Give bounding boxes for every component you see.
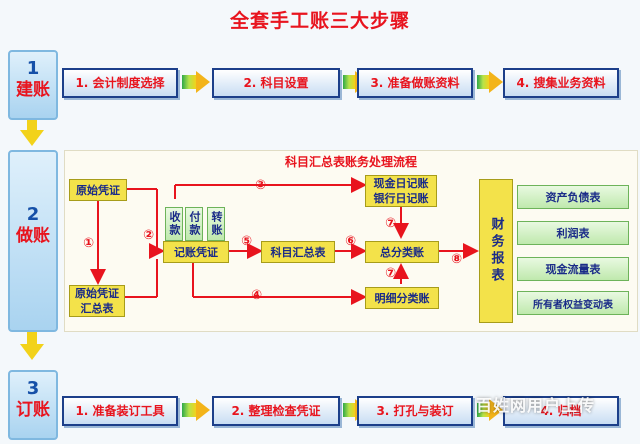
step-2-marker: ② (143, 228, 155, 243)
step-7-marker-top: ⑦ (385, 216, 397, 231)
step-6-marker: ⑥ (345, 234, 357, 249)
stage1-arrow-2 (343, 75, 355, 89)
stage3-arrow-1 (182, 403, 196, 417)
stage1-step-3: 3. 准备做账资料 (357, 68, 473, 98)
detail-ledger: 明细分类账 (365, 287, 439, 309)
receipt-voucher: 收款 (165, 207, 183, 241)
general-ledger: 总分类账 (365, 241, 439, 263)
transfer-voucher: 转账 (207, 207, 225, 241)
stage3-step-4: 4. 归档 (503, 396, 619, 426)
stage-1-down-arrow (27, 120, 37, 130)
stage-2-down-arrow-head (20, 344, 44, 360)
step-1-marker: ① (83, 236, 95, 251)
report-cash-flow: 现金流量表 (517, 257, 629, 281)
stage1-arrow-1 (182, 75, 196, 89)
cash-bank-journal: 现金日记账 银行日记账 (365, 175, 437, 207)
stage1-step-2: 2. 科目设置 (212, 68, 340, 98)
stage-3-label: 3 订账 (8, 370, 58, 440)
step-5-marker: ⑤ (241, 234, 253, 249)
stage-1-label: 1 建账 (8, 50, 58, 120)
stage1-step-1: 1. 会计制度选择 (62, 68, 178, 98)
stage-2-down-arrow (27, 332, 37, 344)
bookkeeping-voucher: 记账凭证 (163, 241, 229, 263)
original-voucher: 原始凭证 (69, 179, 127, 201)
stage3-step-2: 2. 整理检查凭证 (212, 396, 340, 426)
stage1-arrow-1-head (196, 71, 210, 93)
report-equity-change: 所有者权益变动表 (517, 291, 629, 315)
flow-connectors (90, 177, 479, 305)
step-8-marker: ⑧ (451, 252, 463, 267)
stage3-step-1: 1. 准备装订工具 (62, 396, 178, 426)
subject-summary-table: 科目汇总表 (261, 241, 335, 263)
step-3-marker: ③ (255, 178, 267, 193)
stage-2-label: 2 做账 (8, 150, 58, 332)
stage3-arrow-3 (477, 403, 489, 417)
flow-title: 科目汇总表账务处理流程 (284, 155, 417, 169)
stage1-arrow-3-head (489, 71, 503, 93)
flow-panel: 科目汇总表账务处理流程 原始凭证 原始凭证汇总表 (64, 150, 638, 332)
stage3-step-3: 3. 打孔与装订 (357, 396, 473, 426)
stage1-arrow-3 (477, 75, 489, 89)
report-balance-sheet: 资产负债表 (517, 185, 629, 209)
page-title: 全套手工账三大步骤 (229, 10, 410, 32)
payment-voucher: 付款 (185, 207, 203, 241)
original-voucher-summary: 原始凭证汇总表 (69, 285, 125, 317)
watermark: 百姓网用户上传 (476, 396, 596, 415)
step-4-marker: ④ (251, 288, 263, 303)
stage1-step-4: 4. 搜集业务资料 (503, 68, 619, 98)
stage3-arrow-3-head (489, 399, 503, 421)
financial-statements: 财务报表 (479, 179, 513, 323)
stage-1-down-arrow-head (20, 130, 44, 146)
stage3-arrow-1-head (196, 399, 210, 421)
step-7-marker-bottom: ⑦ (385, 266, 397, 281)
report-income-statement: 利润表 (517, 221, 629, 245)
stage3-arrow-2 (343, 403, 355, 417)
